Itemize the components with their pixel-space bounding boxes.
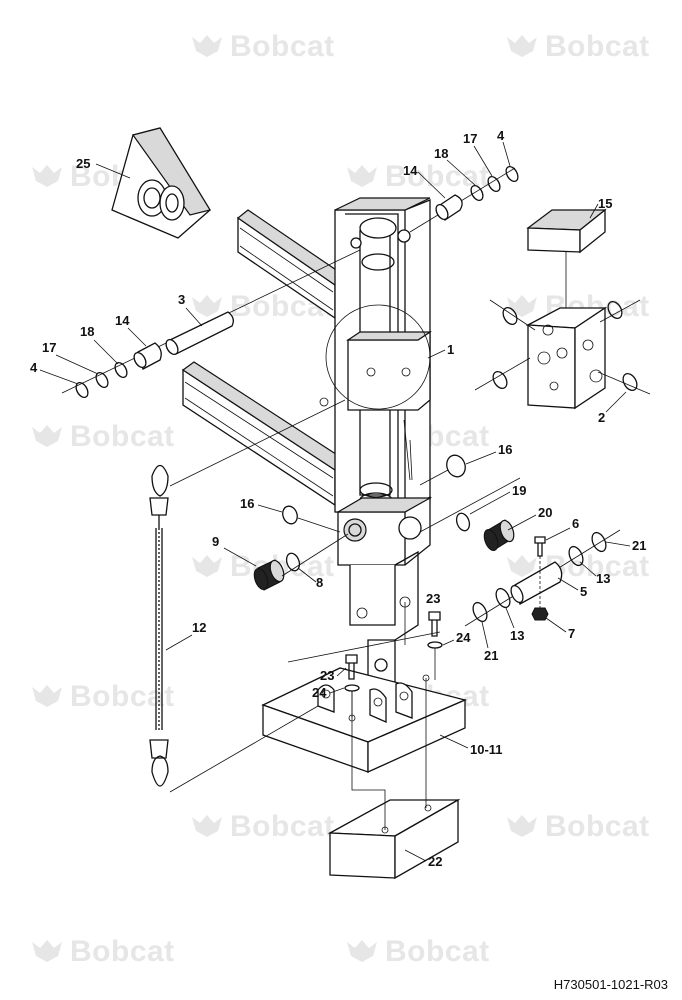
callout-16-right: 16 [498,442,512,457]
bobcat-logo-icon [30,938,64,964]
ring-2b [607,300,623,320]
callout-8: 8 [316,575,323,590]
part-25-housing [111,127,211,239]
watermark-2: Bobcat [505,30,650,64]
bobcat-logo-icon [505,813,539,839]
part-16-plug-right [446,454,466,478]
part-23-bolt-upper [427,611,443,649]
watermark-11: Bobcat [30,680,175,714]
lower-frame-rail [181,361,346,507]
callout-15: 15 [598,196,612,211]
watermark-16: Bobcat [345,935,490,969]
watermark-13: Bobcat [190,810,335,844]
left-pin-stack [61,249,361,399]
callout-16-left: 16 [240,496,254,511]
callout-14-left: 14 [115,313,130,328]
bobcat-logo-icon [345,163,379,189]
watermark-10: Bobcat [505,550,650,584]
watermark-1: Bobcat [190,30,335,64]
callout-10-11: 10-11 [470,742,503,757]
part-12-cable [149,399,346,793]
callout-5: 5 [580,584,587,599]
upper-right-pin-stack [409,165,519,233]
watermark-15: Bobcat [30,935,175,969]
ring-2a [502,306,518,326]
callout-17-left: 17 [42,340,56,355]
callout-20: 20 [538,505,552,520]
bobcat-logo-icon [190,813,224,839]
callout-12: 12 [192,620,206,635]
bobcat-logo-icon [190,33,224,59]
part-23-bolt-lower [344,654,360,692]
callout-18-left: 18 [80,324,94,339]
part-8-washer [285,552,301,572]
callout-22: 22 [428,854,442,869]
right-pin-stack [419,477,621,627]
part-9-knob [253,559,285,591]
callout-23-upper: 23 [426,591,440,606]
callout-1: 1 [447,342,454,357]
callout-23-lower: 23 [320,668,334,683]
callout-13-lower: 13 [510,628,524,643]
base-plate [261,667,468,774]
part-16-plug-left [282,505,298,525]
bobcat-logo-icon [30,683,64,709]
callout-24-upper: 24 [456,630,471,645]
callout-18-upper: 18 [434,146,448,161]
watermark-7: Bobcat [30,420,175,454]
part-2-bracket [525,306,608,410]
callout-13-upper: 13 [596,571,610,586]
callout-14-upper: 14 [403,163,418,178]
callout-25: 25 [76,156,90,171]
callout-4-left: 4 [30,360,38,375]
bobcat-logo-icon [190,553,224,579]
callout-2: 2 [598,410,605,425]
ring-2d [622,372,638,392]
bobcat-logo-icon [505,33,539,59]
bobcat-logo-icon [190,293,224,319]
bobcat-logo-icon [30,423,64,449]
bobcat-logo-icon [30,163,64,189]
callout-24-lower: 24 [312,685,327,700]
callout-21-lower: 21 [484,648,498,663]
drawing-id: H730501-1021-R03 [553,977,668,992]
callout-19: 19 [512,483,526,498]
ring-2c [492,370,508,390]
callout-3: 3 [178,292,185,307]
bobcat-logo-icon [345,938,379,964]
upper-frame-rail [236,209,346,320]
callout-4-upper: 4 [497,128,505,143]
mast-assembly [334,197,433,691]
callout-21-upper: 21 [632,538,646,553]
callout-7: 7 [568,626,575,641]
foot-pad [327,798,461,880]
callout-6: 6 [572,516,579,531]
watermark-14: Bobcat [505,810,650,844]
callout-9: 9 [212,534,219,549]
callout-17-upper: 17 [463,131,477,146]
bobcat-logo-icon [505,553,539,579]
part-15-cap [526,208,607,254]
